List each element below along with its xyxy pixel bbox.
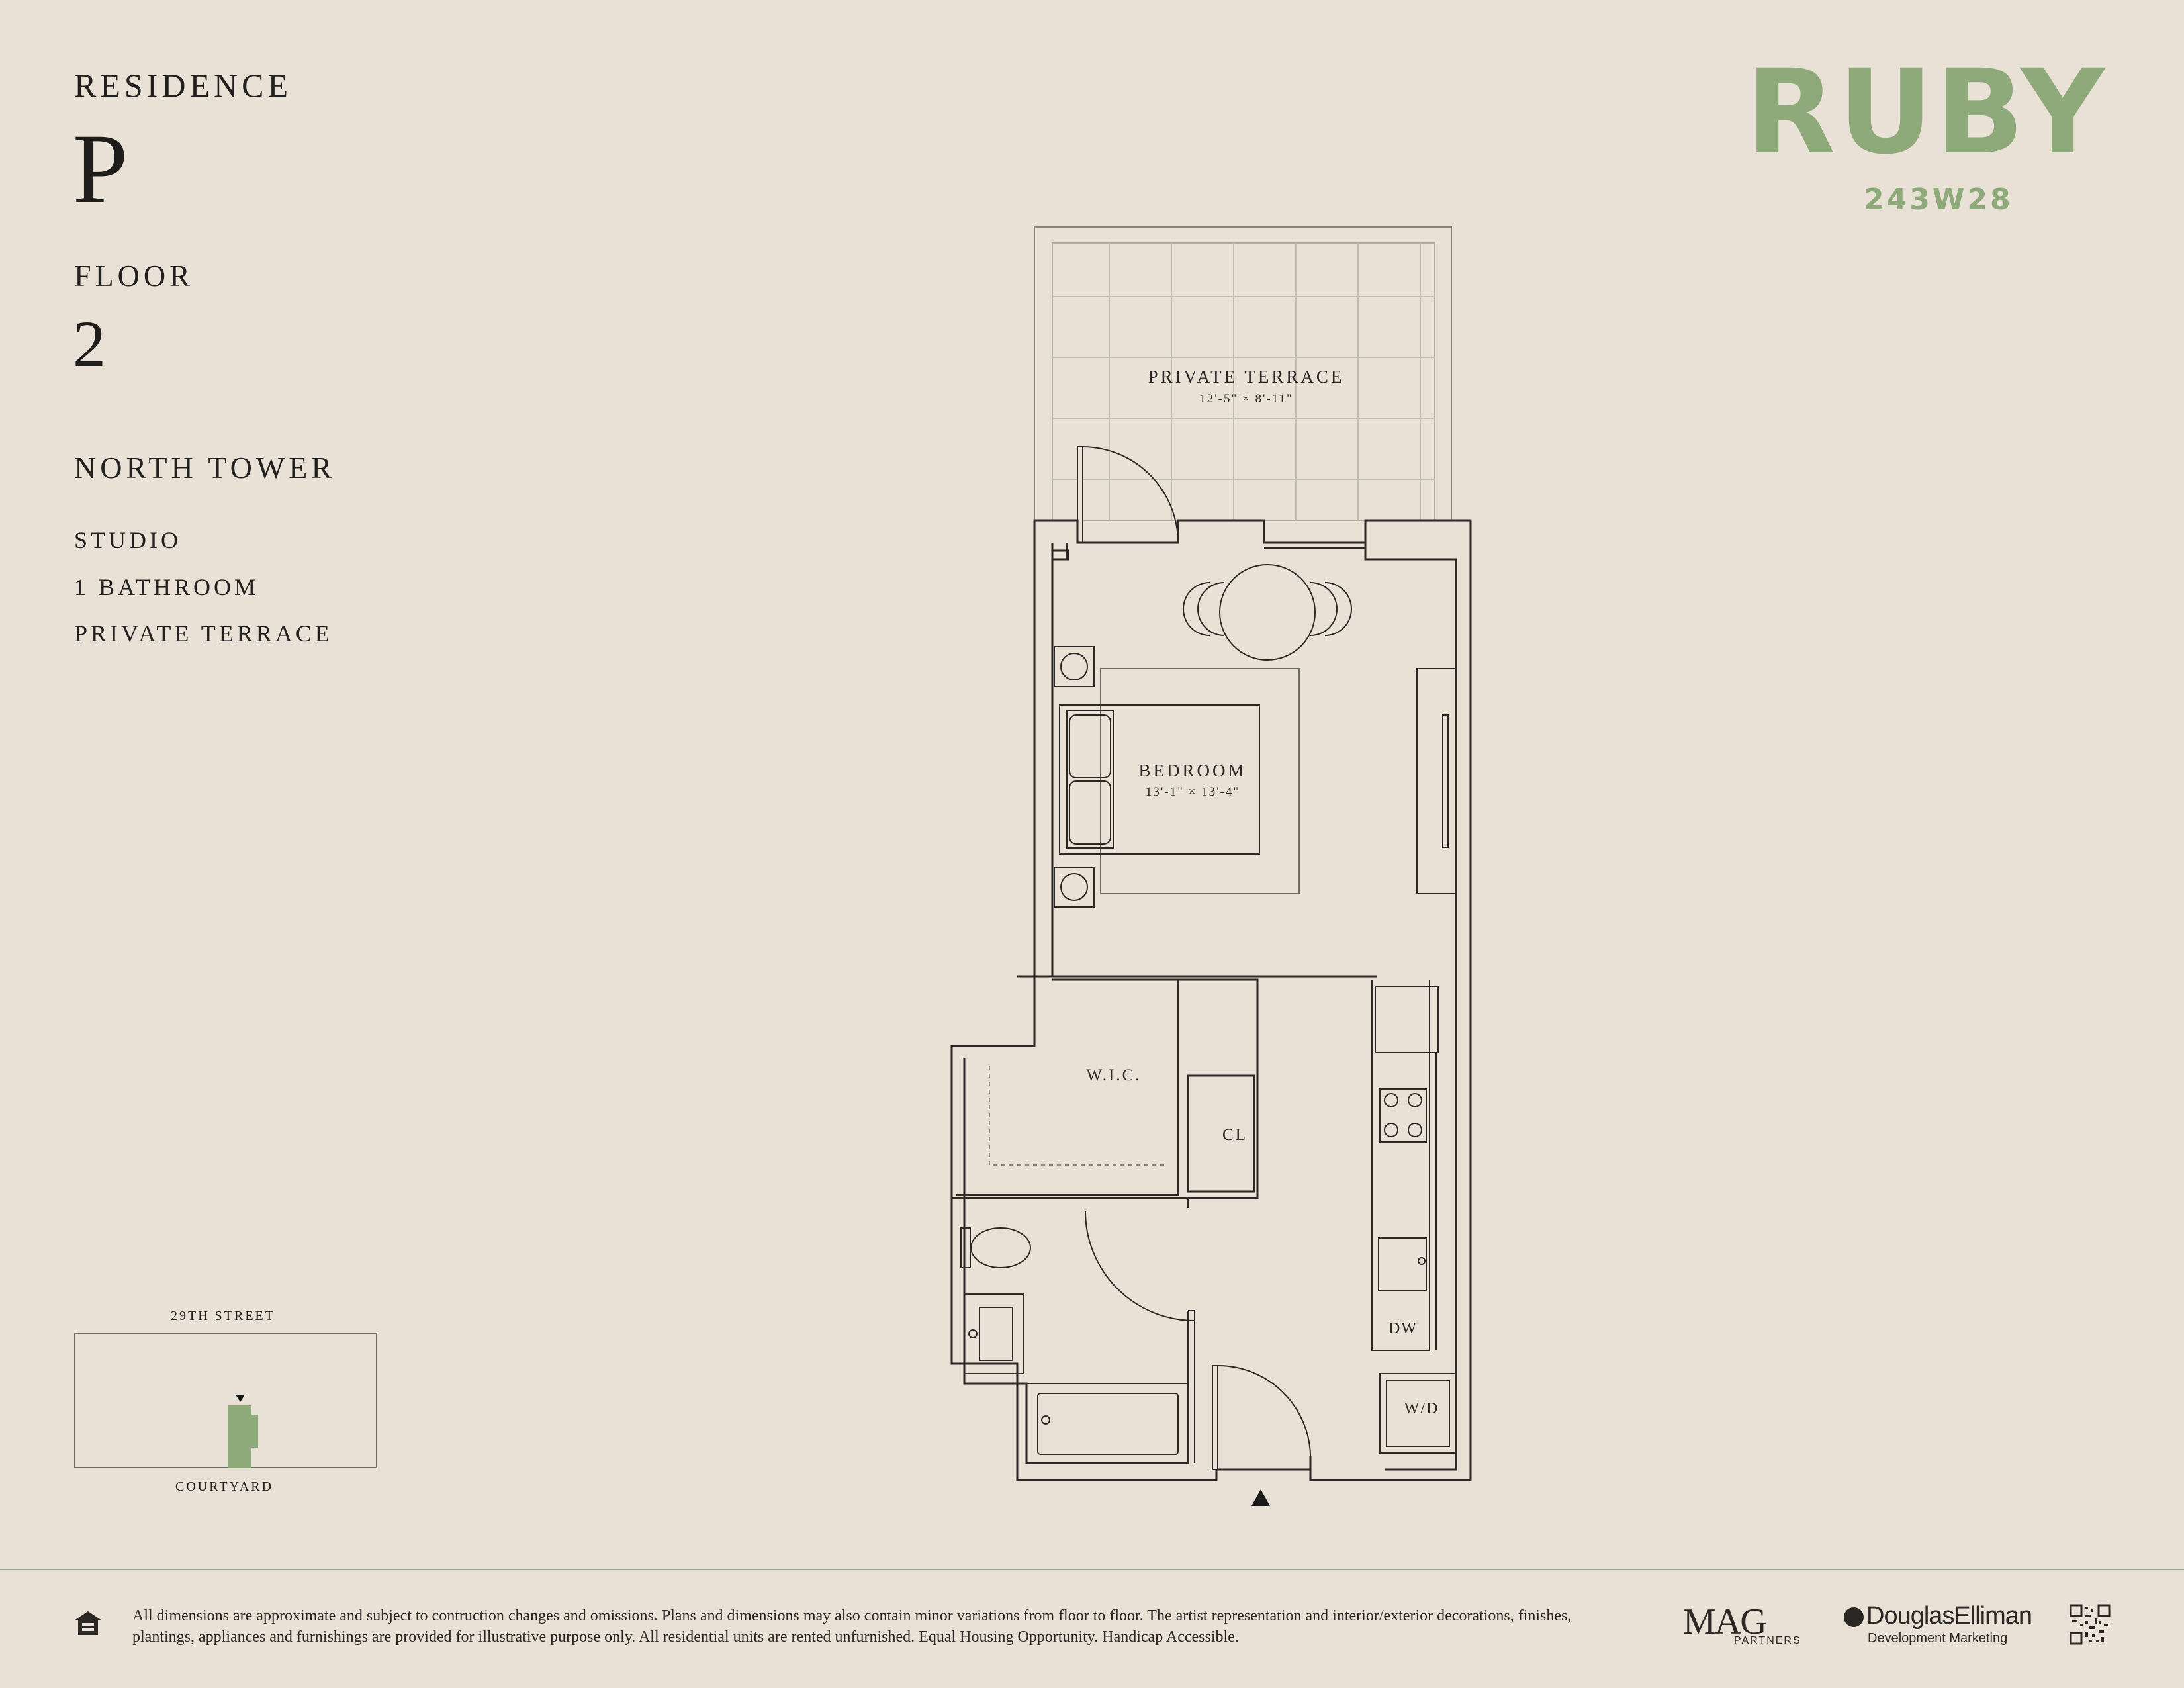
bedroom-name: BEDROOM (1138, 761, 1246, 780)
mag-logo-text: MAG (1683, 1601, 1767, 1642)
terrace-grid (1052, 243, 1435, 520)
terrace-door (1077, 446, 1179, 543)
floor-value: 2 (73, 307, 106, 381)
kitchen (1371, 980, 1457, 1454)
feature-studio: STUDIO (74, 527, 181, 553)
feature-bathroom: 1 BATHROOM (74, 574, 259, 600)
ruby-logo: RUBY (1746, 44, 2108, 180)
keyplan-unit-marker-notch (249, 1415, 258, 1448)
qr-code-icon (2070, 1604, 2111, 1645)
ruby-address: 243W28 (1864, 183, 2013, 216)
keyplan-courtyard-label: COURTYARD (175, 1479, 274, 1494)
keyplan-arrow-icon (236, 1395, 245, 1402)
tv-console (1416, 668, 1457, 894)
dishwasher-label: DW (1388, 1320, 1418, 1337)
footer-rule (0, 1569, 2184, 1570)
washer-dryer-label: W/D (1404, 1400, 1439, 1417)
tower-label: NORTH TOWER (74, 451, 336, 485)
bedroom-dims: 13'-1" × 13'-4" (1146, 785, 1240, 799)
equal-housing-icon (74, 1611, 102, 1635)
feature-terrace: PRIVATE TERRACE (74, 620, 333, 647)
bathroom (952, 1197, 1195, 1464)
keyplan (74, 1333, 377, 1468)
closet-label: CL (1222, 1126, 1248, 1144)
mag-partners-sub: PARTNERS (1734, 1635, 1801, 1646)
nightstands (1054, 646, 1095, 908)
douglas-elliman-name: DouglasElliman (1866, 1602, 2032, 1630)
keyplan-street-label: 29TH STREET (171, 1309, 275, 1323)
window-openings (1264, 542, 1365, 549)
wic (956, 978, 1259, 1199)
wic-label: W.I.C. (1086, 1066, 1141, 1084)
entry-door (1212, 1364, 1312, 1470)
keyplan-unit-marker (228, 1405, 251, 1468)
residence-value: P (73, 114, 128, 224)
residence-label: RESIDENCE (74, 67, 292, 104)
terrace-name: PRIVATE TERRACE (1148, 367, 1345, 387)
mag-logo: MAG (1683, 1601, 1767, 1643)
bed (1059, 668, 1300, 894)
dining-set (1183, 564, 1352, 661)
douglas-elliman-sub: Development Marketing (1868, 1631, 2008, 1646)
terrace-dims: 12'-5" × 8'-11" (1199, 392, 1293, 406)
entry-arrow-icon (1251, 1489, 1270, 1506)
douglas-elliman-mark-icon (1844, 1607, 1864, 1627)
disclaimer-text: All dimensions are approximate and subje… (132, 1607, 1572, 1646)
floor-label: FLOOR (74, 259, 194, 293)
